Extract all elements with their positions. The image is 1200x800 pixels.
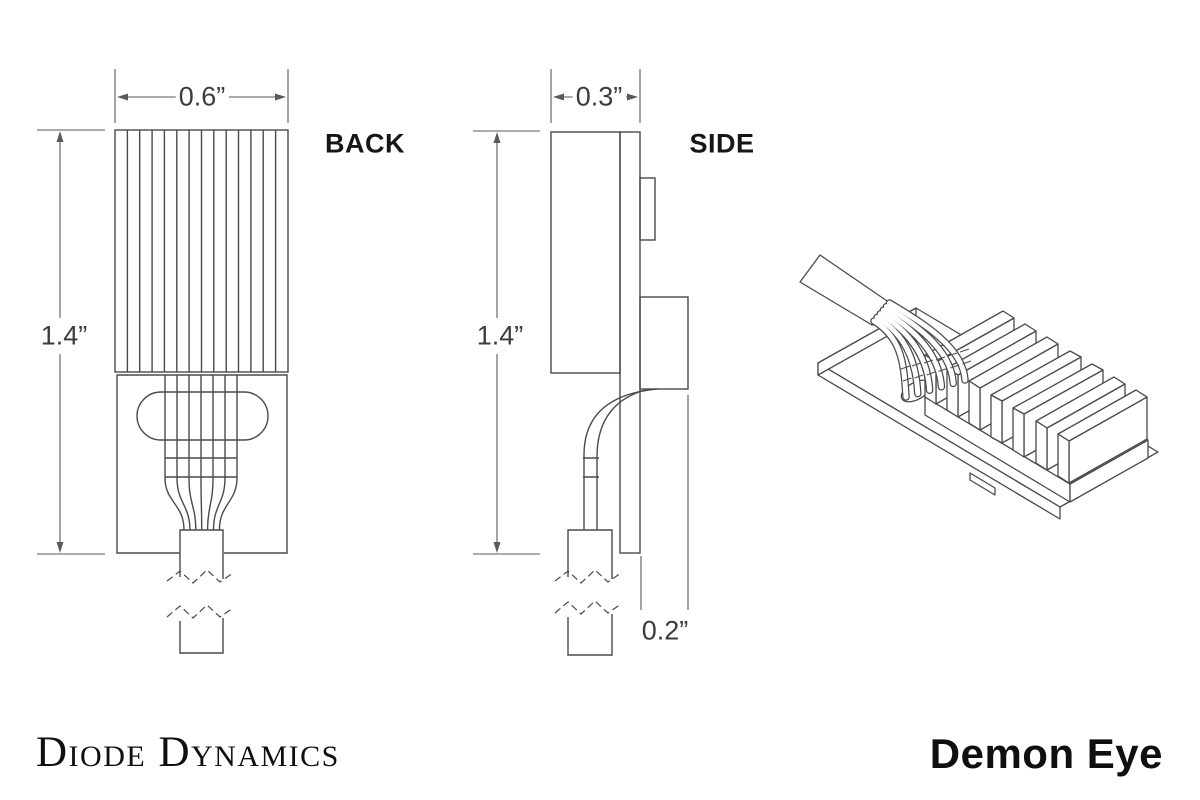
side-depth-dim-label: 0.2”: [638, 615, 692, 647]
side-height-dim-label: 1.4”: [473, 320, 527, 352]
back-height-dim-label: 1.4”: [37, 320, 91, 352]
back-view-linework: [37, 69, 289, 654]
back-cable: [166, 529, 234, 654]
side-cable: [554, 529, 622, 656]
brand-logotype: Diode Dynamics: [36, 729, 340, 776]
iso-heatsink-fins: [924, 310, 1148, 484]
side-wire-loop: [583, 388, 658, 530]
side-mount-plate: [619, 131, 641, 554]
side-view-label: SIDE: [689, 128, 755, 159]
side-width-dimension: [550, 69, 641, 123]
back-base-block: [116, 374, 288, 554]
back-height-dimension: [37, 129, 105, 555]
side-height-dimension: [473, 130, 540, 555]
back-stadium-cutout: [136, 391, 269, 441]
side-body: [550, 131, 621, 374]
side-lens: [639, 177, 656, 241]
iso-wire-fan: [870, 299, 972, 401]
isometric-view-linework: [799, 254, 1159, 520]
back-heatsink-fins: [114, 129, 289, 373]
side-connector-block: [639, 296, 689, 390]
back-width-dimension: [114, 69, 289, 123]
product-name: Demon Eye: [929, 730, 1163, 777]
side-depth-dimension: [640, 395, 689, 610]
back-width-dim-label: 0.6”: [175, 81, 229, 113]
back-view-label: BACK: [325, 128, 405, 159]
side-view-linework: [473, 69, 689, 656]
side-width-dim-label: 0.3”: [572, 81, 626, 113]
iso-plate-notch: [969, 472, 996, 496]
back-wire-strands: [164, 375, 238, 531]
